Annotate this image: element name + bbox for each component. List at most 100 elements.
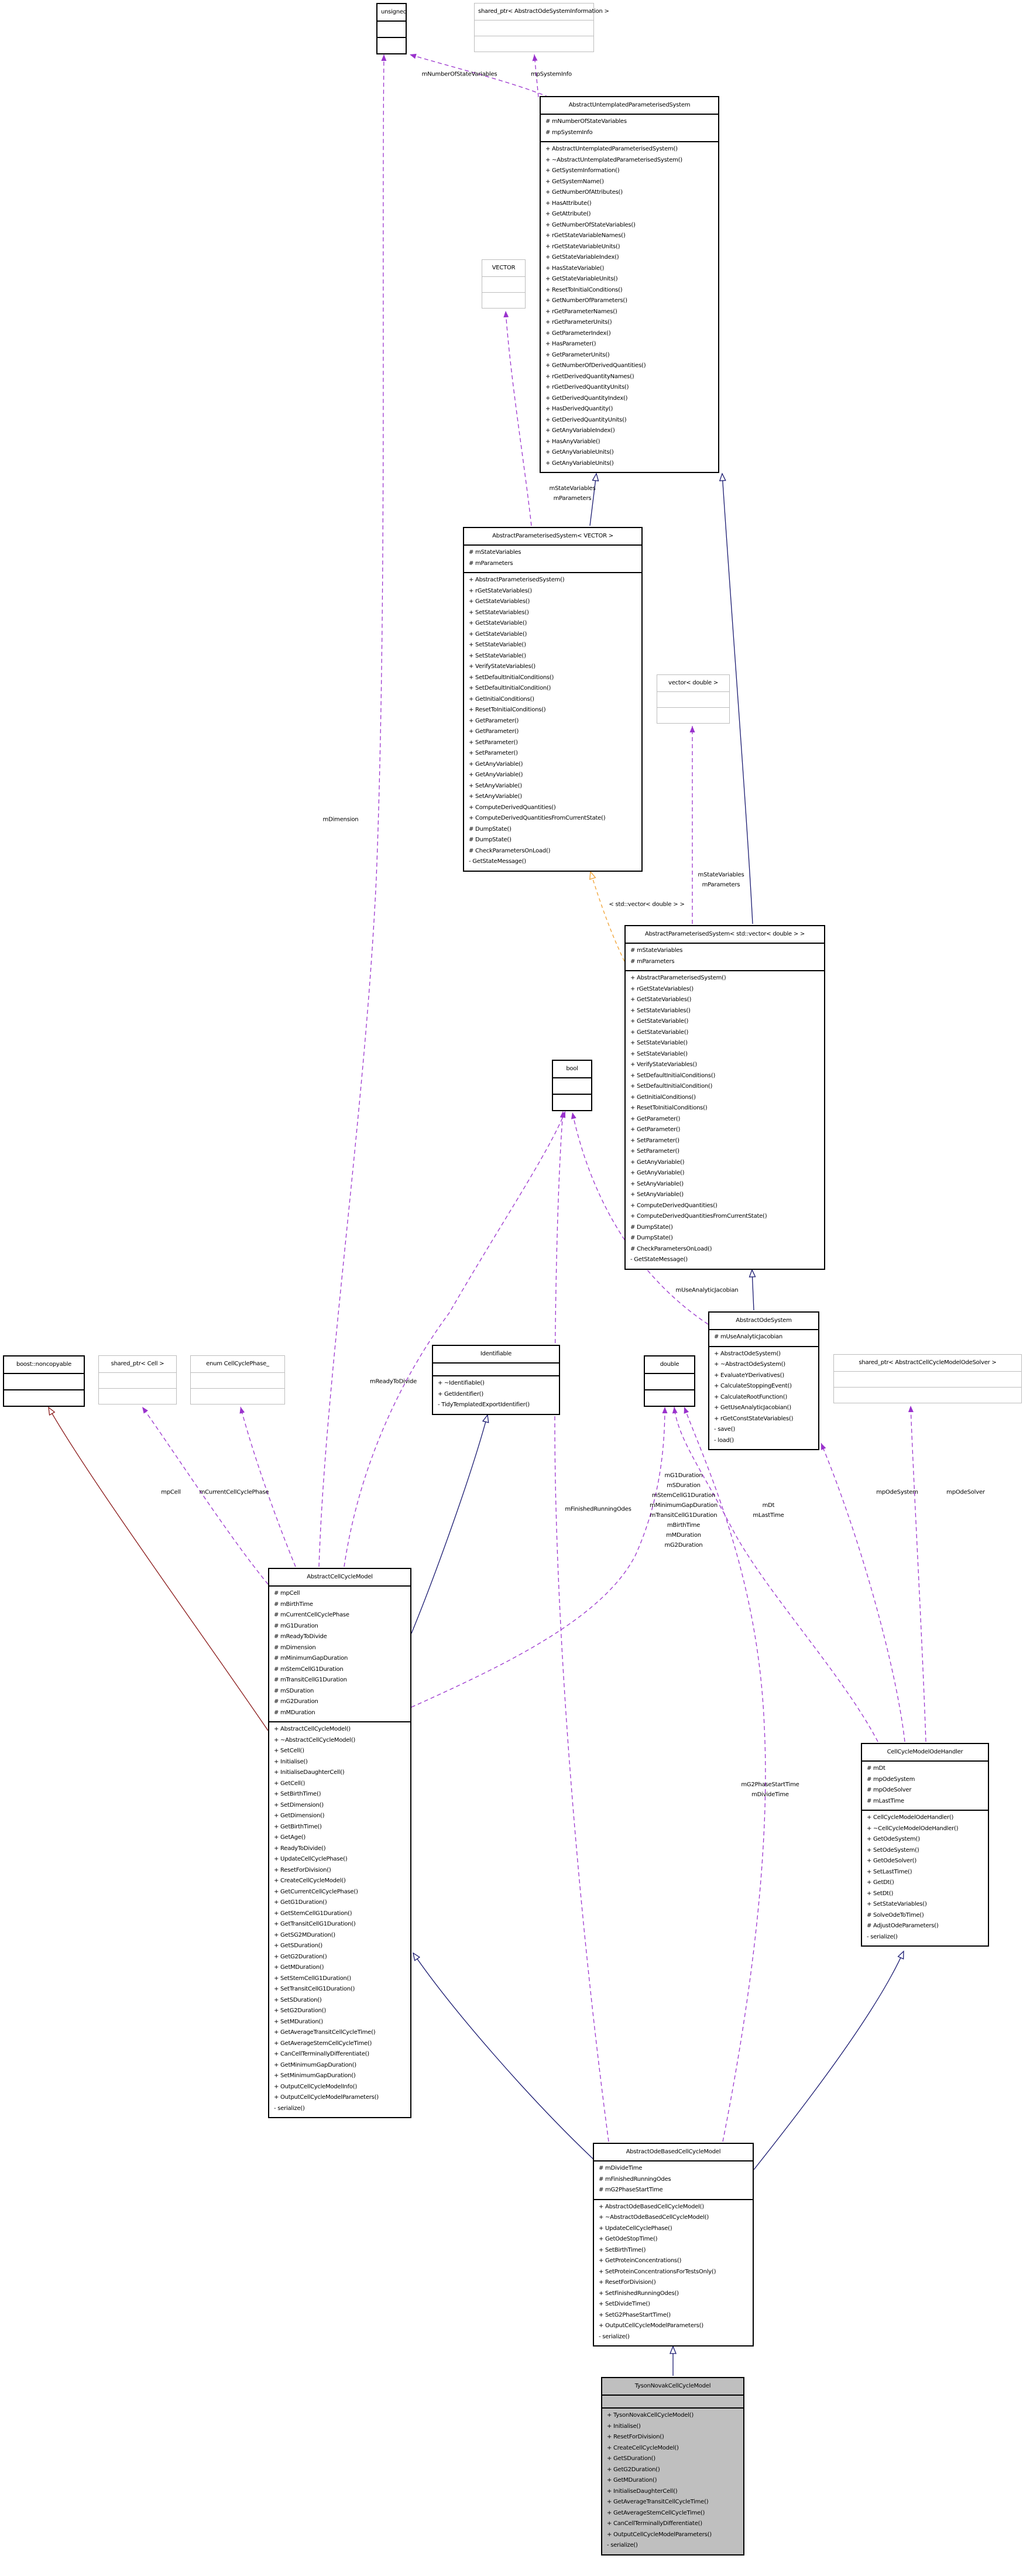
class-box-vector-double[interactable]: vector< double > <box>657 674 730 724</box>
edge-mDt-mLastTime <box>672 1406 878 1742</box>
method-row: + ~CellCycleModelOdeHandler() <box>867 1825 959 1832</box>
methods-compartment: + AbstractParameterisedSystem()+ rGetSta… <box>464 572 641 871</box>
method-row: + InitialiseDaughterCell() <box>607 2488 678 2495</box>
method-row: + SetOdeSystem() <box>867 1847 919 1854</box>
method-row: + CalculateStoppingEvent() <box>714 1383 792 1389</box>
class-box-abstract-ode-based-cell-cycle-model[interactable]: AbstractOdeBasedCellCycleModel# mDivideT… <box>593 2143 754 2347</box>
attribute-row: # mCurrentCellCyclePhase <box>274 1612 349 1618</box>
attribute-row: # mFinishedRunningOdes <box>599 2176 671 2183</box>
method-row: + SetStateVariable() <box>469 642 526 648</box>
class-box-double[interactable]: double <box>644 1355 695 1407</box>
label-mpOdeSolver: mpOdeSolver <box>946 1488 985 1498</box>
label-mCurrentCellCyclePhase: mCurrentCellCyclePhase <box>200 1488 269 1498</box>
methods-compartment <box>191 1388 284 1404</box>
attribute-row: # mDivideTime <box>599 2165 643 2171</box>
class-box-identifiable[interactable]: Identifiable+ ~Identifiable()+ GetIdenti… <box>432 1345 560 1415</box>
method-row: + GetMDuration() <box>607 2477 657 2483</box>
method-row: + SetProteinConcentrationsForTestsOnly() <box>599 2268 716 2275</box>
class-box-tyson-novak-cell-cycle-model[interactable]: TysonNovakCellCycleModel+ TysonNovakCell… <box>601 2377 744 2556</box>
method-row: + GetSystemName() <box>545 178 604 185</box>
method-row: + ResetForDivision() <box>274 1866 331 1873</box>
attributes-compartment <box>645 1373 694 1389</box>
method-row: + GetStateVariable() <box>469 631 527 638</box>
class-box-shared-ptr-cell[interactable]: shared_ptr< Cell > <box>98 1355 177 1405</box>
edge-mDimension <box>318 54 387 1567</box>
method-row: + GetSG2MDuration() <box>274 1931 335 1938</box>
method-row: + GetG2Duration() <box>274 1953 327 1960</box>
edge-label-line: mMinimumGapDuration <box>650 1502 718 1509</box>
attribute-row: # mUseAnalyticJacobian <box>714 1334 782 1340</box>
attribute-row: # mDimension <box>274 1644 316 1651</box>
methods-compartment: + AbstractUntemplatedParameterisedSystem… <box>541 141 718 472</box>
class-title-shared-ptr-abstract-cell-cycle-model-ode-solver: shared_ptr< AbstractCellCycleModelOdeSol… <box>859 1359 997 1366</box>
method-row: + ResetToInitialConditions() <box>545 286 623 293</box>
class-box-boost-noncopyable[interactable]: boost::noncopyable <box>3 1355 85 1407</box>
class-box-enum-cell-cycle-phase[interactable]: enum CellCyclePhase_ <box>190 1355 285 1405</box>
class-box-shared-ptr-abstract-cell-cycle-model-ode-solver[interactable]: shared_ptr< AbstractCellCycleModelOdeSol… <box>833 1354 1022 1403</box>
method-row: + SetDivideTime() <box>599 2301 650 2307</box>
attribute-row: # mG2PhaseStartTime <box>599 2187 663 2193</box>
attribute-row: # mLastTime <box>867 1797 904 1804</box>
class-box-abstract-ode-system[interactable]: AbstractOdeSystem# mUseAnalyticJacobian+… <box>708 1311 819 1450</box>
class-box-cell-cycle-model-ode-handler[interactable]: CellCycleModelOdeHandler# mDt# mpOdeSyst… <box>861 1743 989 1947</box>
edge-inherit-aos-apssvd <box>749 1269 756 1311</box>
method-row: - GetStateMessage() <box>630 1256 688 1263</box>
method-row: + SetTransitCellG1Duration() <box>274 1986 355 1992</box>
class-title-unsigned: unsigned <box>381 9 407 15</box>
edge-inherit-apssvd-aups <box>719 472 753 924</box>
method-row: + SetStateVariable() <box>630 1040 688 1046</box>
class-title-abstract-untemplated-parameterised-system: AbstractUntemplatedParameterisedSystem <box>568 102 691 108</box>
method-row: + SetStateVariables() <box>469 609 529 616</box>
attributes-compartment <box>377 20 406 37</box>
method-row: # DumpState() <box>469 825 512 833</box>
method-row: + GetIdentifier() <box>438 1390 483 1397</box>
class-title-cell-cycle-model-ode-handler: CellCycleModelOdeHandler <box>887 1749 963 1755</box>
method-row: + GetAnyVariableUnits() <box>545 460 614 467</box>
class-box-bool[interactable]: bool <box>552 1060 592 1111</box>
edge-label-line: mG2PhaseStartTime <box>741 1782 799 1788</box>
edge-label-line: mDivideTime <box>751 1791 789 1798</box>
method-row: + SetG2Duration() <box>274 2008 327 2014</box>
edge-label-line: mDimension <box>322 816 359 823</box>
class-box-abstract-parameterised-system-vector[interactable]: AbstractParameterisedSystem< VECTOR ># m… <box>463 527 643 872</box>
method-row: + UpdateCellCyclePhase() <box>274 1856 348 1862</box>
method-row: + CalculateRootFunction() <box>714 1393 788 1400</box>
edge-label-line: mBirthTime <box>667 1522 701 1529</box>
class-box-vector-template[interactable]: VECTOR <box>482 259 526 309</box>
method-row: + SetDefaultInitialCondition() <box>469 685 551 691</box>
attributes-compartment: # mStateVariables# mParameters <box>464 544 641 572</box>
method-row: + GetG1Duration() <box>274 1899 327 1906</box>
class-box-abstract-untemplated-parameterised-system[interactable]: AbstractUntemplatedParameterisedSystem# … <box>540 96 719 473</box>
attributes-compartment <box>657 691 729 707</box>
attribute-row: # mSDuration <box>274 1687 314 1694</box>
attribute-row: # mpCell <box>274 1590 300 1597</box>
method-row: + GetAnyVariableIndex() <box>545 427 615 434</box>
edge-mG2PhaseStartTime-mDivideTime <box>684 1406 766 2142</box>
method-row: + GetNumberOfParameters() <box>545 297 627 304</box>
edge-label-line: mStemCellG1Duration <box>651 1492 716 1499</box>
method-row: + SetCell() <box>274 1748 304 1754</box>
attributes-compartment <box>482 276 525 292</box>
edge-label-line: mSDuration <box>667 1482 701 1489</box>
method-row: + SetStateVariable() <box>630 1050 688 1057</box>
class-box-shared-ptr-ode-system-information[interactable]: shared_ptr< AbstractOdeSystemInformation… <box>474 3 609 52</box>
method-row: + GetStateVariableUnits() <box>545 276 618 282</box>
class-box-abstract-cell-cycle-model[interactable]: AbstractCellCycleModel# mpCell# mBirthTi… <box>268 1568 411 2118</box>
method-row: + ComputeDerivedQuantitiesFromCurrentSta… <box>469 815 606 821</box>
method-row: + SetG2PhaseStartTime() <box>599 2311 671 2318</box>
class-box-abstract-parameterised-system-std-vector-double[interactable]: AbstractParameterisedSystem< std::vector… <box>624 925 825 1270</box>
class-box-unsigned[interactable]: unsigned <box>376 3 407 54</box>
methods-compartment <box>482 292 525 308</box>
method-row: + GetG2Duration() <box>607 2466 660 2473</box>
method-row: + rGetDerivedQuantityNames() <box>545 373 634 380</box>
method-row: + SetAnyVariable() <box>469 782 522 789</box>
method-row: + SetBirthTime() <box>274 1791 321 1797</box>
attribute-row: # mG1Duration <box>274 1622 318 1629</box>
method-row: + GetAverageTransitCellCycleTime() <box>607 2499 709 2505</box>
method-row: + CanCellTerminallyDifferentiate() <box>274 2051 369 2057</box>
methods-compartment: + CellCycleModelOdeHandler()+ ~CellCycle… <box>862 1810 988 1945</box>
method-row: # DumpState() <box>630 1224 673 1231</box>
method-row: + ~AbstractUntemplatedParameterisedSyste… <box>545 156 682 163</box>
